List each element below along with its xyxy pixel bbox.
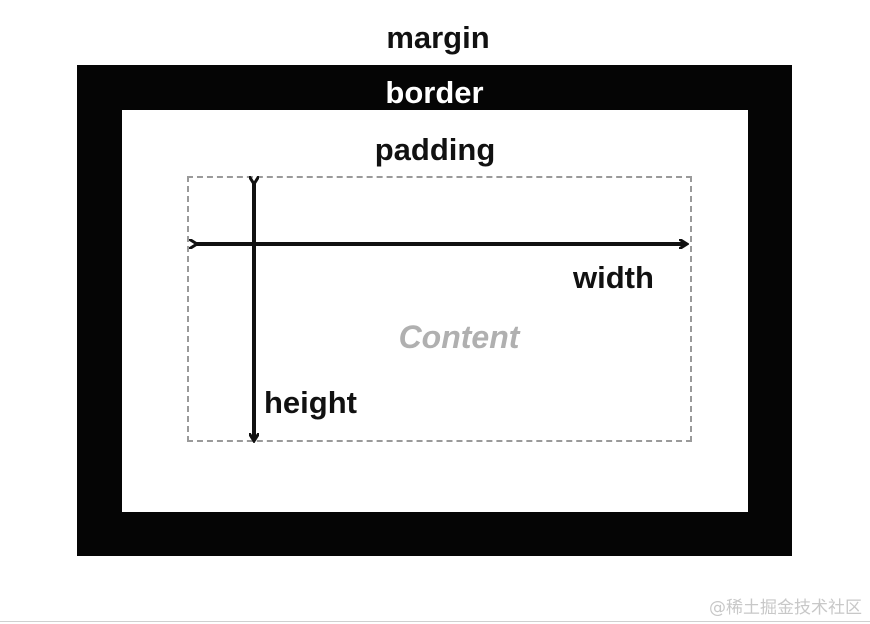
content-box: Content width height [187,176,692,442]
watermark-text: @稀土掘金技术社区 [709,598,862,618]
content-label: Content [398,319,520,355]
margin-label: margin [386,20,490,55]
border-label: border [385,75,484,110]
padding-label: padding [374,132,496,167]
border-box: border padding Content width height [77,65,792,556]
width-label: width [573,260,654,295]
bottom-divider [0,621,870,622]
height-label: height [264,385,357,420]
padding-box: padding Content width height [122,110,748,512]
